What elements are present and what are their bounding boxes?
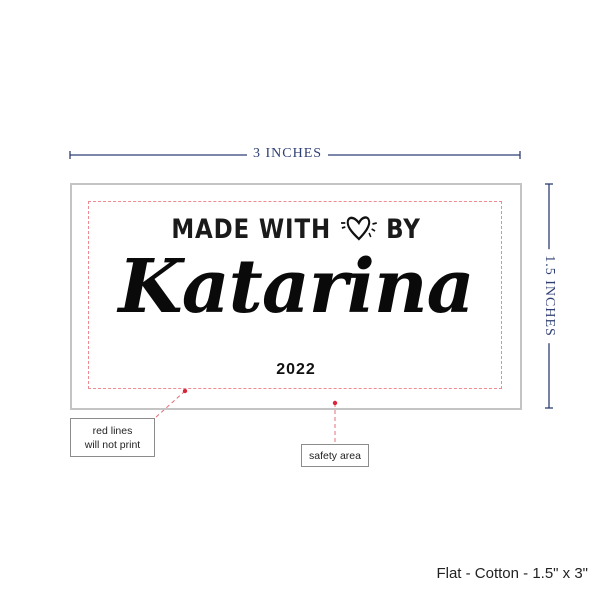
heart-icon [340, 216, 377, 241]
made-with-love-line: MADE WITH BY [104, 214, 488, 245]
width-label: 3 INCHES [247, 146, 329, 162]
made-with-text: MADE WITH [171, 214, 332, 245]
year-text: 2022 [276, 361, 316, 378]
height-label: 1.5 INCHES [541, 249, 557, 343]
safety-area-callout: safety area [301, 444, 369, 467]
by-text: BY [386, 214, 421, 245]
callout-line: will not print [84, 439, 141, 451]
red-lines-callout: red lines will not print [70, 418, 155, 457]
red-lines-marker [182, 388, 188, 394]
safety-area-outline [88, 201, 502, 389]
name-text: Katarina [118, 244, 474, 330]
label-outline [70, 183, 522, 410]
safety-area-marker [332, 400, 338, 406]
product-description: Flat - Cotton - 1.5" x 3" [436, 565, 588, 582]
callout-line: red lines [92, 425, 133, 437]
